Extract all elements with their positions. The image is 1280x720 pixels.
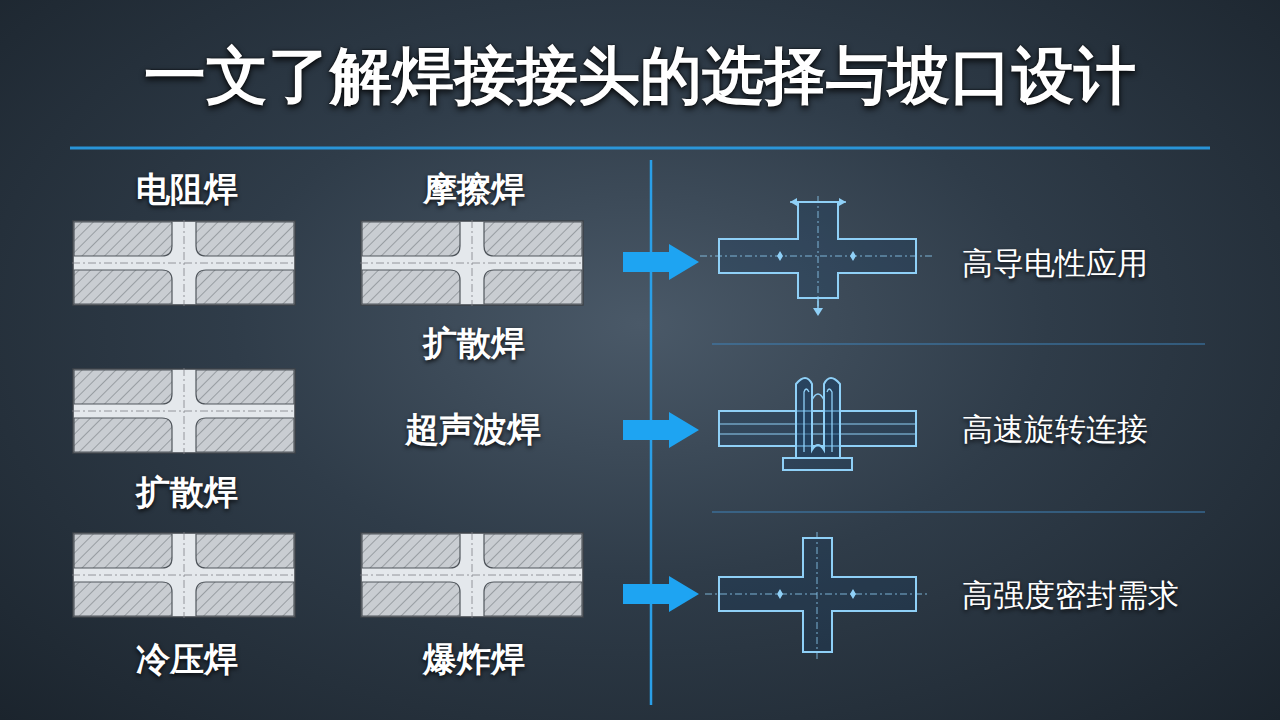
separator-line [712, 344, 1205, 345]
title-rule [70, 147, 1210, 150]
method-label: 超声波焊 [405, 410, 541, 449]
method-label: 爆炸焊 [423, 640, 525, 679]
method-label: 摩擦焊 [423, 170, 525, 209]
arrow-icon [623, 412, 699, 448]
arrow-icon [623, 244, 699, 280]
joint-schematic [796, 378, 840, 458]
title: 一文了解焊接接头的选择与坡口设计 [144, 40, 1136, 111]
joint-schematic [804, 389, 832, 452]
joint-schematic [719, 202, 916, 298]
joint-section [360, 532, 584, 618]
joint-section [72, 220, 296, 306]
joint-schematic [719, 434, 916, 435]
joint-schematic [719, 538, 916, 652]
joint-section [72, 532, 296, 618]
separator-line [712, 512, 1205, 513]
joint-schematic [705, 532, 930, 660]
arrow-icon [623, 576, 699, 612]
method-label: 冷压焊 [136, 640, 238, 679]
joint-schematic [719, 411, 916, 446]
joint-schematic [817, 532, 818, 660]
application-label: 高导电性应用 [962, 246, 1148, 282]
joint-schematic [719, 378, 916, 470]
joint-schematic [790, 201, 846, 203]
joint-schematic [777, 251, 856, 261]
joint-schematic [700, 196, 935, 316]
joint-schematic [719, 424, 916, 425]
joint-schematic [783, 458, 852, 470]
joint-schematic [812, 394, 824, 400]
joint-section [360, 220, 584, 306]
joint-schematic [777, 589, 856, 599]
joint-sections [72, 220, 584, 618]
method-label: 扩散焊 [423, 324, 525, 363]
joint-schematic [818, 196, 819, 306]
joint-schematic [700, 256, 935, 257]
joint-section [72, 368, 296, 454]
method-label: 电阻焊 [136, 170, 238, 209]
joint-schematic [790, 198, 846, 206]
application-label: 高强度密封需求 [962, 578, 1179, 614]
joint-schematic [705, 594, 930, 595]
application-label: 高速旋转连接 [962, 412, 1148, 448]
method-label: 扩散焊 [136, 473, 238, 512]
joint-schematic [813, 308, 823, 316]
